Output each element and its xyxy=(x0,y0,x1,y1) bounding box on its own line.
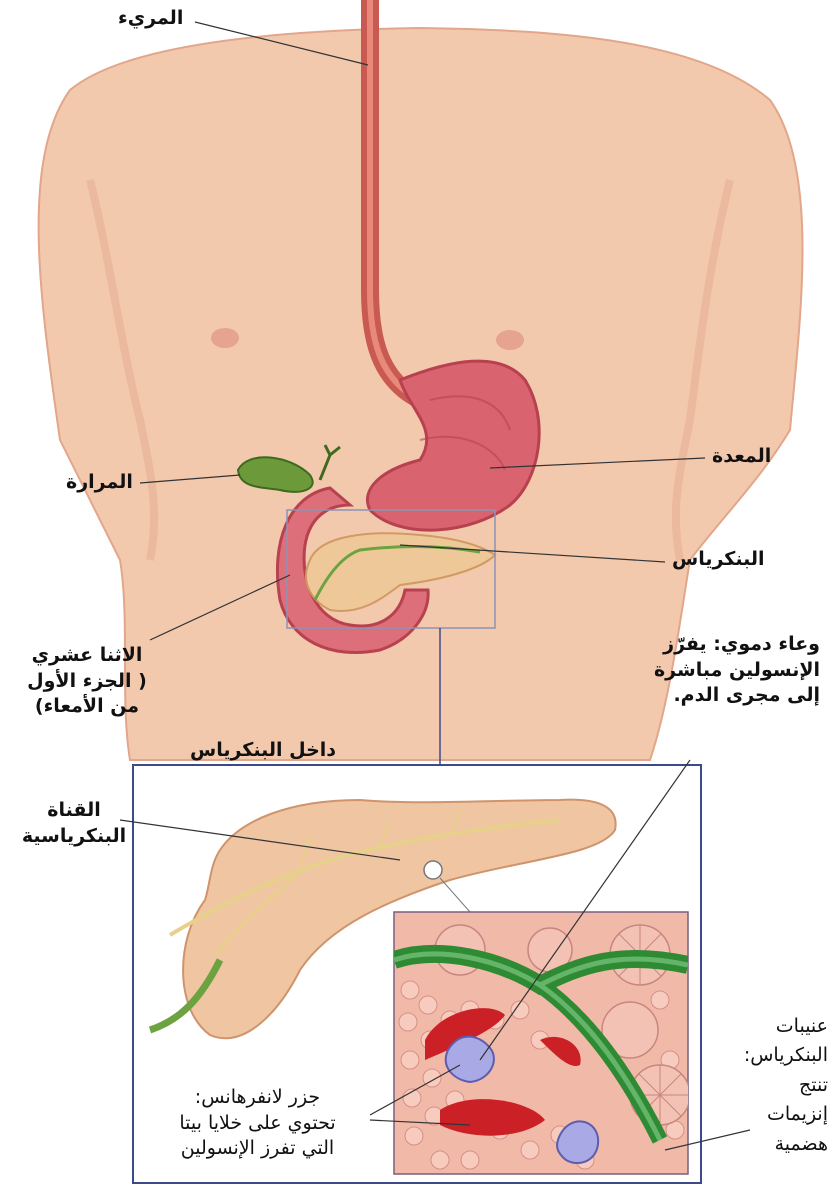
left-nipple xyxy=(211,328,239,348)
label-pancreas: البنكرياس xyxy=(672,547,765,573)
label-blood-vessel: وعاء دموي: يفرّز الإنسولين مباشرة إلى مج… xyxy=(600,632,820,709)
label-islets-line2: تحتوي على خلايا بيتا xyxy=(140,1111,375,1137)
label-duodenum-line2: ( الجزء الأول xyxy=(12,669,162,695)
label-duct-line1: القناة xyxy=(14,798,134,824)
islet-of-langerhans xyxy=(446,1037,494,1082)
label-acini-line3: تنتج xyxy=(712,1071,828,1100)
label-acini-line1: عنيبات xyxy=(712,1012,828,1041)
label-acini: عنيبات البنكرياس: تنتج إنزيمات هضمية xyxy=(712,1012,828,1159)
label-blood-vessel-line3: إلى مجرى الدم. xyxy=(600,683,820,709)
label-duodenum-line3: من الأمعاء) xyxy=(12,694,162,720)
label-islets-line1: جزر لانفرهانس: xyxy=(140,1085,375,1111)
label-blood-vessel-line2: الإنسولين مباشرة xyxy=(600,658,820,684)
label-esophagus: المريء xyxy=(118,6,183,32)
label-duct-line2: البنكرياسية xyxy=(14,824,134,850)
label-duodenum: الاثنا عشري ( الجزء الأول من الأمعاء) xyxy=(12,643,162,720)
right-nipple xyxy=(496,330,524,350)
magnify-circle xyxy=(424,861,442,879)
label-pancreatic-duct: القناة البنكرياسية xyxy=(14,798,134,849)
label-acini-line5: هضمية xyxy=(712,1130,828,1159)
label-islets: جزر لانفرهانس: تحتوي على خلايا بيتا التي… xyxy=(140,1085,375,1162)
label-blood-vessel-line1: وعاء دموي: يفرّز xyxy=(600,632,820,658)
label-islets-line3: التي تفرز الإنسولين xyxy=(140,1136,375,1162)
label-gallbladder: المرارة xyxy=(66,470,133,496)
label-stomach: المعدة xyxy=(712,444,771,470)
label-acini-line2: البنكرياس: xyxy=(712,1041,828,1070)
label-inside-pancreas: داخل البنكرياس xyxy=(190,738,336,764)
label-acini-line4: إنزيمات xyxy=(712,1100,828,1129)
label-duodenum-line1: الاثنا عشري xyxy=(12,643,162,669)
